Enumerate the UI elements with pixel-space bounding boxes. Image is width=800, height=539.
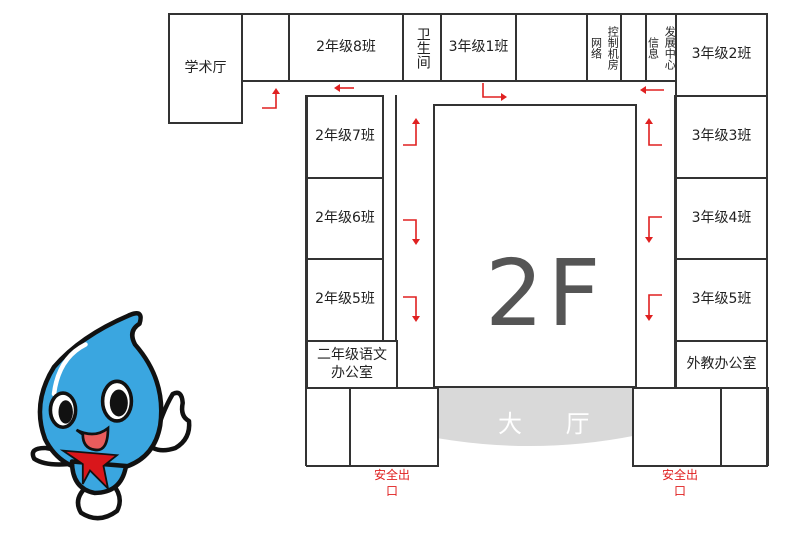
- room-restroom: 卫生间: [402, 13, 442, 82]
- evacuation-arrows: [262, 83, 664, 322]
- room-class-2-7: 2年级7班: [306, 95, 384, 179]
- stairwell-1: [241, 13, 290, 82]
- room-class-3-1: 3年级1班: [440, 13, 517, 82]
- room-blank: [620, 13, 647, 82]
- room-class-3-5: 3年级5班: [675, 258, 768, 342]
- room-label: 3年级3班: [691, 128, 752, 145]
- evacuation-arrow: [640, 86, 664, 94]
- room-label: 二年级语文办公室: [317, 347, 387, 381]
- evacuation-arrow: [645, 294, 662, 321]
- room-class-3-3: 3年级3班: [675, 95, 768, 179]
- room-class-2-6: 2年级6班: [306, 177, 384, 260]
- evacuation-arrow: [403, 118, 420, 146]
- room-network-control: 控制机房网络: [586, 13, 622, 82]
- evacuation-arrow: [645, 216, 662, 243]
- exit-left-label: 安全出口: [373, 468, 410, 498]
- room-academic-hall: 学术厅: [168, 13, 243, 124]
- hall-area: [398, 387, 660, 446]
- room-label: 2年级8班: [316, 38, 376, 55]
- floor-label: 2F: [485, 240, 605, 347]
- stairwell-left: [349, 387, 439, 467]
- room-class-3-2: 3年级2班: [675, 13, 768, 97]
- room-label: 网络: [589, 36, 603, 59]
- mascot-water-drop: [30, 311, 192, 521]
- room-label: 2年级7班: [315, 128, 375, 145]
- room-label: 控制机房: [606, 25, 620, 70]
- stairwell-2: [515, 13, 588, 82]
- evacuation-arrow: [645, 118, 662, 146]
- courtyard: [433, 104, 637, 388]
- room-label: 卫生间: [414, 26, 431, 69]
- evacuation-arrow: [403, 219, 420, 245]
- room-label: 外教办公室: [686, 355, 757, 372]
- room-label: 信息: [646, 36, 660, 59]
- room-label: 3年级5班: [691, 291, 752, 308]
- stairwell-right: [632, 387, 722, 467]
- exit-right-label: 安全出口: [661, 468, 698, 498]
- room-label: 2年级6班: [315, 209, 375, 226]
- room-foreign-teacher-office: 外教办公室: [675, 340, 768, 389]
- evacuation-arrow: [482, 83, 507, 101]
- evacuation-arrow: [262, 88, 280, 109]
- room-class-3-4: 3年级4班: [675, 177, 768, 260]
- room-label: 学术厅: [184, 59, 227, 76]
- evacuation-arrow: [403, 296, 420, 322]
- room-label: 3年级2班: [691, 46, 752, 63]
- hall-label: 大 厅: [498, 410, 608, 438]
- room-label: 3年级4班: [691, 209, 752, 226]
- room-label: 发展中心: [663, 25, 677, 70]
- room-grade2-chinese-office: 二年级语文办公室: [306, 340, 398, 389]
- room-info-center: 发展中心信息: [645, 13, 677, 82]
- evacuation-arrow: [334, 84, 354, 92]
- room-class-2-8: 2年级8班: [288, 13, 404, 82]
- room-blank-right: [720, 387, 768, 467]
- room-label: 2年级5班: [315, 291, 375, 308]
- room-label: 3年级1班: [448, 38, 509, 55]
- room-class-2-5: 2年级5班: [306, 258, 384, 342]
